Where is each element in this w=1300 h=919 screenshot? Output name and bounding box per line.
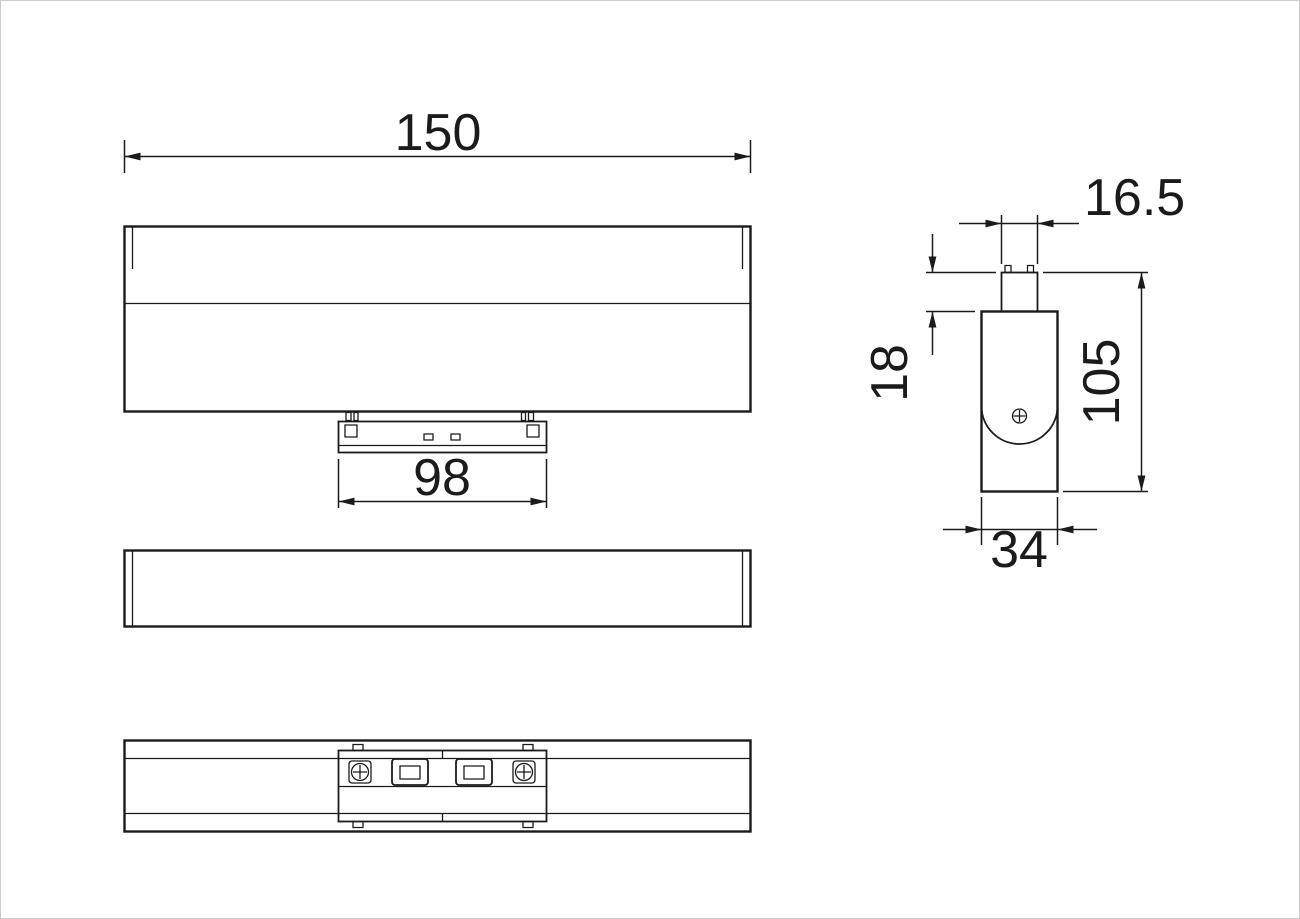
- dim-adapter-width-label: 98: [413, 449, 471, 507]
- front-view: 150 98: [123, 104, 752, 508]
- front-body-outline: [123, 225, 752, 413]
- bottom-view: [123, 739, 752, 833]
- screw-right-head: [514, 762, 534, 782]
- dim-body-depth-label: 34: [990, 521, 1048, 579]
- dim-overall-height: 105: [1043, 271, 1148, 493]
- dim-front-width: 150: [123, 104, 752, 173]
- screw-side-icon: [1011, 408, 1028, 424]
- bottom-adapter-centerlines: [338, 750, 547, 822]
- front-body-details: [124, 226, 751, 305]
- profile-view: [123, 549, 752, 628]
- bottom-body-outline: [123, 739, 752, 833]
- dim-adapter-width: 98: [337, 449, 548, 508]
- screw-right-cross: [517, 765, 531, 779]
- dim-adapter-width-extensions: [337, 459, 548, 508]
- dim-connector-width-arrows: [985, 219, 1054, 228]
- front-adapter: [337, 411, 548, 454]
- screw-right-housing: [512, 760, 536, 784]
- profile-body-outline: [123, 549, 752, 628]
- bottom-track-channels: [124, 757, 751, 815]
- dim-overall-height-extensions: [1043, 271, 1148, 493]
- profile-body-details: [131, 550, 744, 627]
- side-view: 16.5 18 105 34: [861, 169, 1185, 579]
- screw-side-cross: [1013, 410, 1026, 422]
- screw-right-icon: [512, 760, 536, 784]
- dim-connector-width-extensions: [1000, 215, 1039, 264]
- side-body-arc: [980, 405, 1059, 445]
- dim-body-depth-extensions: [980, 497, 1059, 545]
- bottom-adapter-tabs: [352, 743, 534, 829]
- side-connector-outline: [1000, 271, 1039, 313]
- dim-connector-height-label: 18: [861, 344, 919, 402]
- dim-connector-height-arrows: [928, 256, 937, 328]
- dim-front-width-label: 150: [395, 104, 482, 162]
- screw-side-head: [1011, 408, 1028, 424]
- front-adapter-details: [338, 424, 547, 447]
- dim-body-depth: 34: [943, 497, 1097, 579]
- dim-connector-width: 16.5: [959, 169, 1185, 264]
- side-body-outline: [980, 310, 1059, 493]
- side-connector-teeth: [1004, 264, 1035, 274]
- bottom-clip-right: [455, 758, 493, 786]
- dim-connector-width-label: 16.5: [1084, 169, 1185, 227]
- screw-left-cross: [353, 765, 367, 779]
- bottom-clip-details: [399, 765, 485, 780]
- dim-overall-height-label: 105: [1073, 339, 1131, 426]
- screw-left-icon: [348, 760, 372, 784]
- screw-left-housing: [348, 760, 372, 784]
- bottom-adapter: [337, 743, 548, 829]
- screw-left-head: [350, 762, 370, 782]
- front-adapter-outline: [337, 420, 548, 454]
- front-adapter-clips: [345, 411, 535, 422]
- bottom-clip-left: [391, 758, 429, 786]
- dim-connector-height: 18: [861, 234, 996, 402]
- dim-connector-height-extensions: [926, 271, 996, 313]
